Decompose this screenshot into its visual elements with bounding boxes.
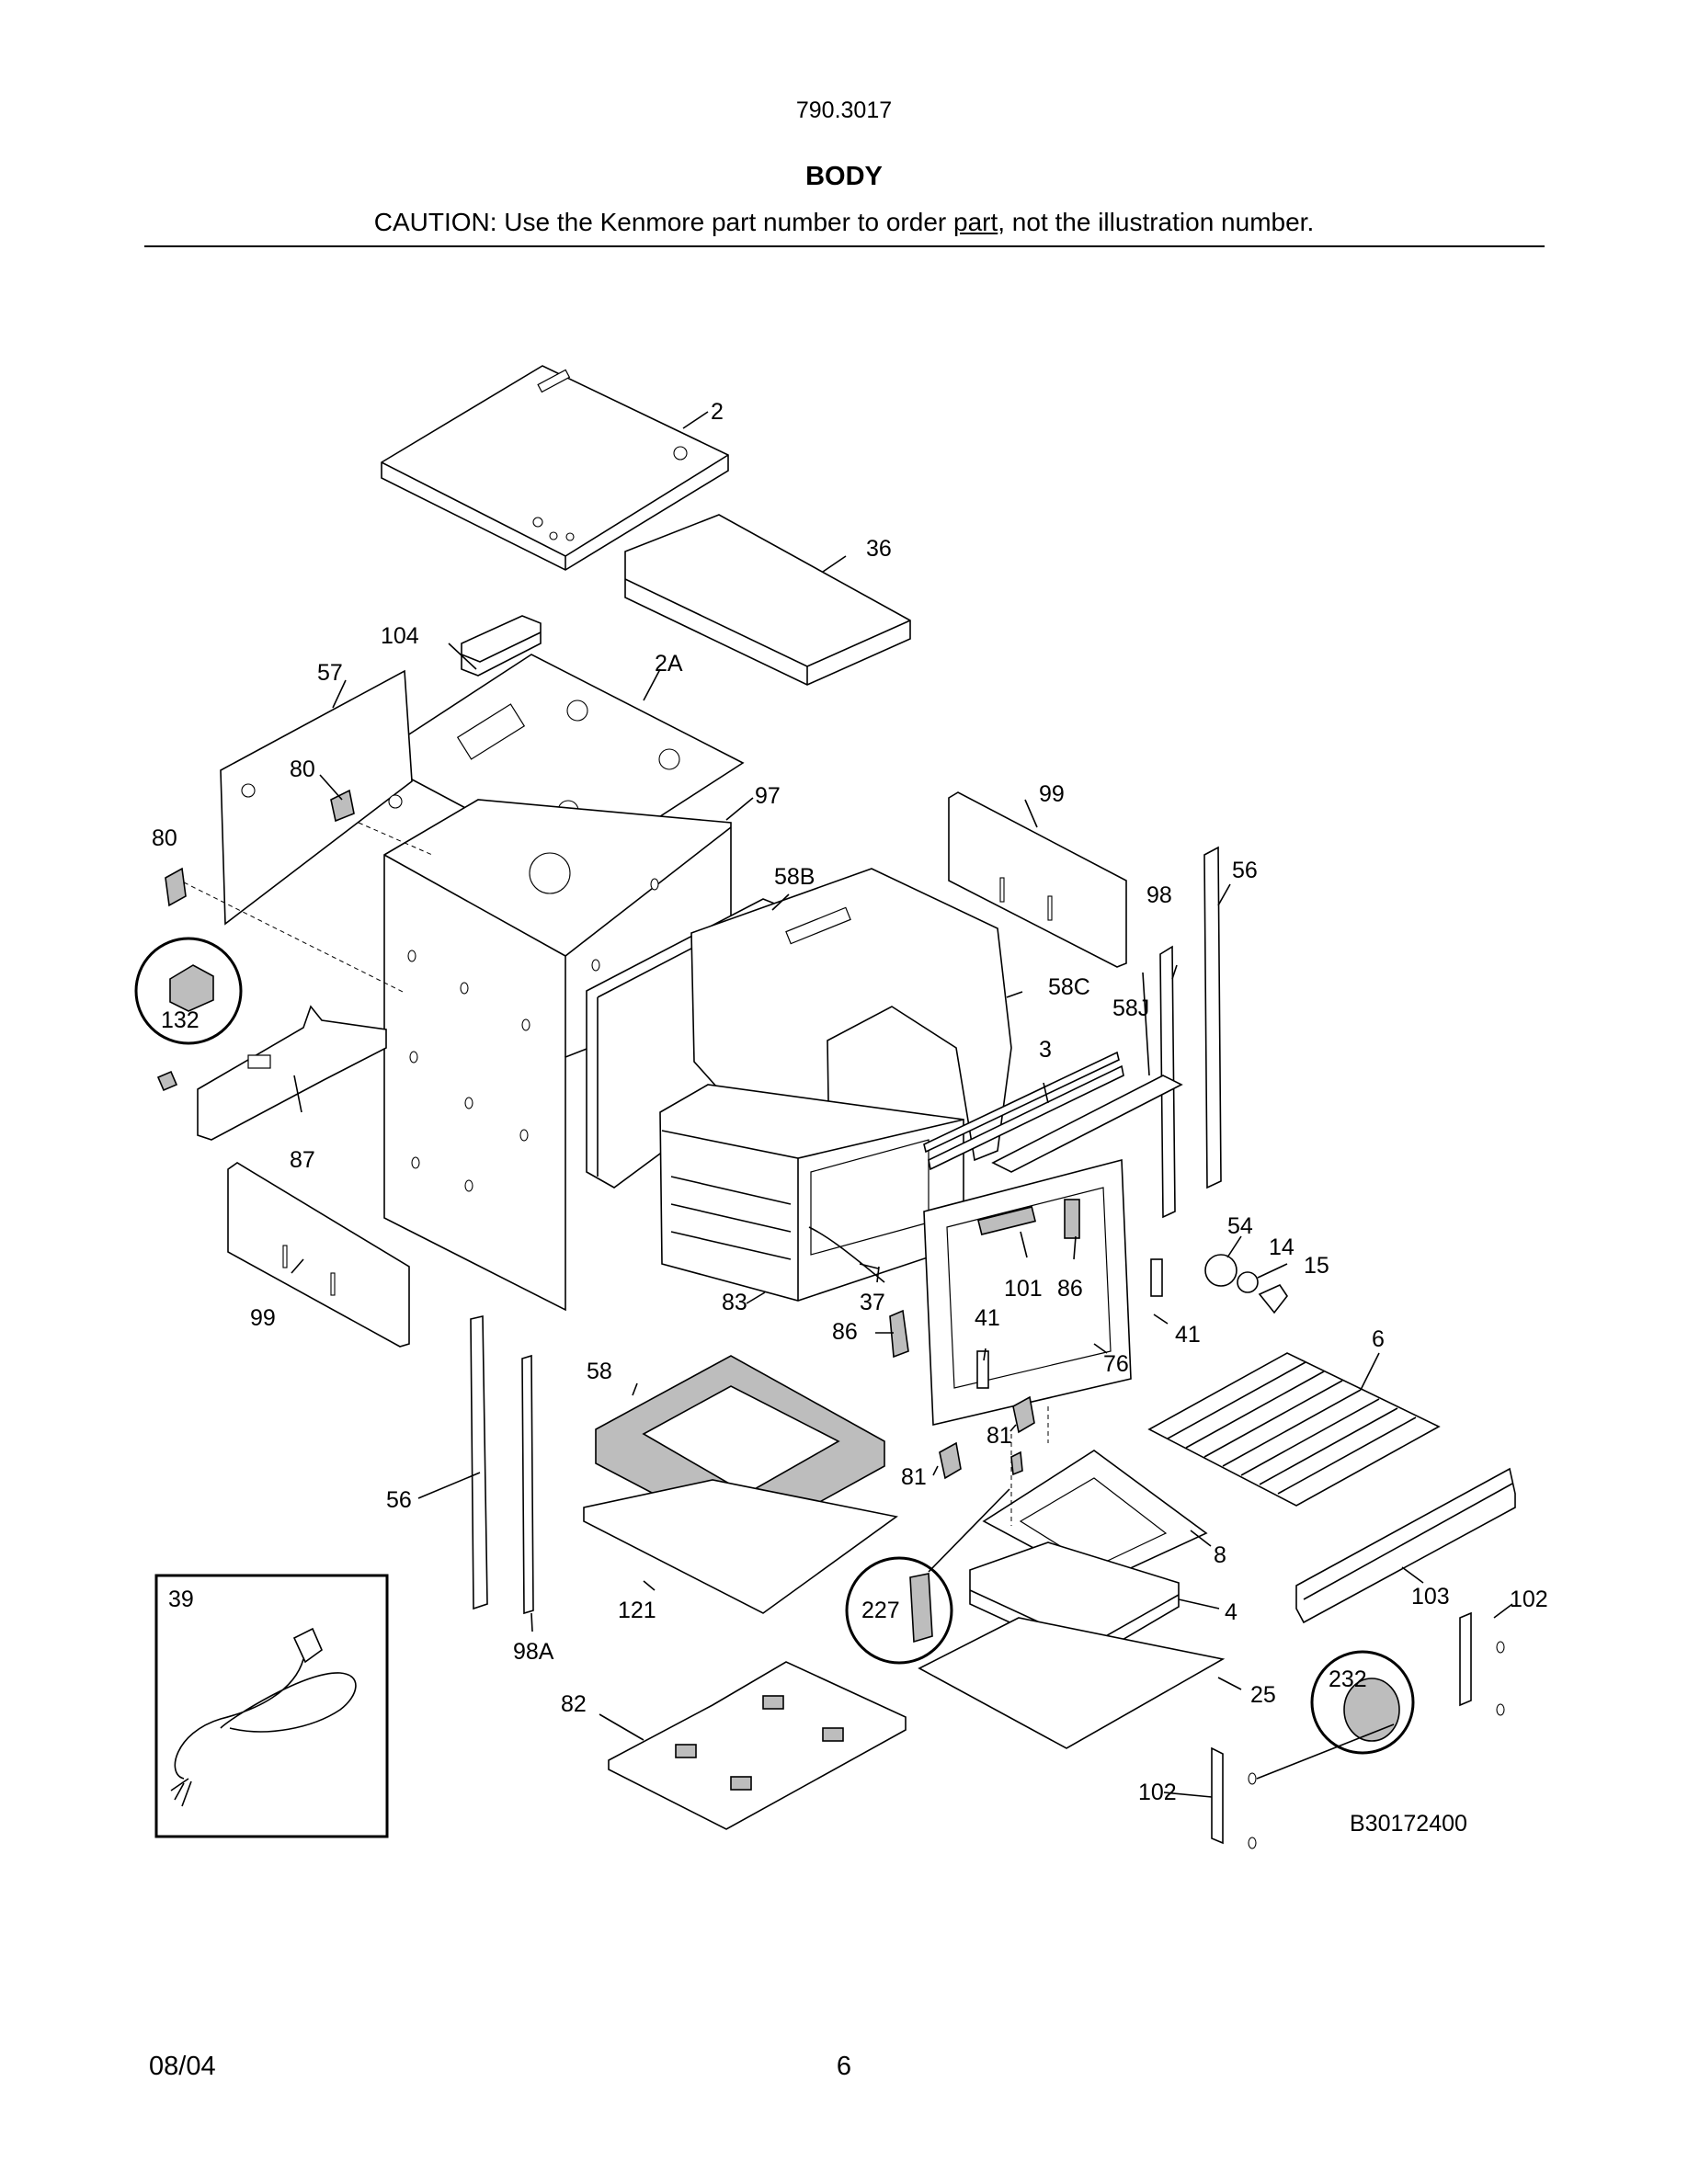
callout-102-left: 102 <box>1138 1780 1177 1805</box>
callout-58J: 58J <box>1112 995 1149 1021</box>
part-14-lamp-gasket <box>1237 1271 1259 1293</box>
callout-2A: 2A <box>655 651 683 677</box>
part-76-front-frame <box>923 1158 1132 1426</box>
callout-6: 6 <box>1372 1326 1385 1352</box>
callout-81-right: 81 <box>987 1423 1012 1449</box>
part-121-bottom-panel <box>583 1479 898 1614</box>
part-41-lens-left <box>976 1350 989 1389</box>
callout-98: 98 <box>1146 882 1172 908</box>
callout-58B: 58B <box>774 864 815 890</box>
callout-76: 76 <box>1103 1351 1129 1377</box>
model-number: 790.3017 <box>795 97 893 123</box>
callout-86-right: 86 <box>1057 1276 1083 1302</box>
callout-103: 103 <box>1411 1584 1450 1610</box>
callout-132: 132 <box>161 1007 200 1033</box>
part-3-trim <box>923 1051 1124 1171</box>
callout-98A: 98A <box>513 1639 554 1665</box>
part-102-bracket-upper <box>1459 1611 1505 1716</box>
callout-14: 14 <box>1269 1234 1295 1260</box>
part-54-lamp-socket <box>1204 1254 1237 1287</box>
callout-102-right: 102 <box>1510 1587 1548 1612</box>
callout-104: 104 <box>381 623 419 649</box>
callout-36: 36 <box>866 536 892 562</box>
part-83-oven-cavity <box>659 1084 964 1302</box>
part-56-side-trim-right <box>1203 846 1222 1189</box>
part-56-side-trim-left <box>470 1314 488 1610</box>
part-132-terminal-detail <box>134 937 243 1092</box>
callout-83: 83 <box>722 1290 747 1315</box>
part-25-bottom-tray <box>918 1617 1226 1749</box>
callout-80-upper: 80 <box>290 756 315 782</box>
callout-58: 58 <box>587 1359 612 1384</box>
part-227-bracket-detail <box>845 1450 1023 1665</box>
part-103-vent-trim <box>1295 1467 1516 1624</box>
callout-87: 87 <box>290 1147 315 1173</box>
part-99-back-panel-upper <box>948 791 1127 968</box>
part-80-clips <box>165 867 187 907</box>
footer-date: 08/04 <box>149 2052 216 2081</box>
callout-101: 101 <box>1004 1276 1043 1302</box>
callout-86-left: 86 <box>832 1319 858 1345</box>
callout-227: 227 <box>861 1598 900 1623</box>
callout-8: 8 <box>1214 1542 1226 1568</box>
callout-37: 37 <box>860 1290 885 1315</box>
callout-58C: 58C <box>1048 974 1090 1000</box>
part-58J-front-strip <box>991 1075 1183 1173</box>
part-97-cabinet-wrapper <box>383 799 732 1312</box>
part-104-bracket <box>461 615 542 677</box>
part-232-bumper-detail <box>1310 1650 1415 1755</box>
callout-99-lower: 99 <box>250 1305 276 1331</box>
part-6-oven-rack <box>1147 1352 1441 1507</box>
part-102-bracket-lower <box>1211 1746 1257 1849</box>
diagram-code: B30172400 <box>1350 1811 1467 1837</box>
callout-97: 97 <box>755 783 781 809</box>
callout-56-right: 56 <box>1232 858 1258 883</box>
part-39-power-cord <box>154 1574 389 1838</box>
page-number: 6 <box>836 2052 852 2081</box>
part-2-top-panel <box>381 365 729 571</box>
caution-text-start: CAUTION: Use the Kenmore part number to … <box>373 208 953 236</box>
callout-39: 39 <box>168 1587 194 1612</box>
callout-leaders <box>291 411 1513 1798</box>
caution-note: CAUTION: Use the Kenmore part number to … <box>0 208 1688 237</box>
part-57-rear-panel <box>220 669 413 926</box>
callout-25: 25 <box>1250 1682 1276 1708</box>
callout-80-lower: 80 <box>152 825 177 851</box>
callout-41-left: 41 <box>975 1305 1000 1331</box>
part-81-clip-left <box>939 1441 962 1480</box>
callout-41-right: 41 <box>1175 1322 1201 1348</box>
callout-82: 82 <box>561 1691 587 1717</box>
callout-99-upper: 99 <box>1039 781 1065 807</box>
part-98A-front-frame-left <box>521 1354 534 1615</box>
callout-81-left: 81 <box>901 1464 927 1490</box>
part-87-bracket <box>197 1005 387 1141</box>
caution-text-end: , not the illustration number. <box>998 208 1315 236</box>
callout-15: 15 <box>1304 1253 1329 1279</box>
part-86-hinge-receiver <box>889 1309 909 1359</box>
callout-54: 54 <box>1227 1213 1253 1239</box>
part-99-back-panel-lower <box>227 1162 410 1348</box>
part-36-top-shield <box>624 514 911 686</box>
callout-2: 2 <box>711 399 724 425</box>
callout-4: 4 <box>1225 1599 1237 1625</box>
caution-text-underlined: part <box>953 208 998 236</box>
part-37-wire <box>808 1226 885 1283</box>
callout-232: 232 <box>1329 1666 1367 1692</box>
part-81-clip-right <box>1012 1395 1035 1434</box>
callout-57: 57 <box>317 660 343 686</box>
part-82-lower-panel <box>608 1661 907 1830</box>
callout-labels: 2 36 104 57 2A 80 80 97 99 56 98 58B 58C… <box>152 399 1548 1837</box>
callout-121: 121 <box>618 1598 656 1623</box>
part-15-lamp-bulb <box>1258 1283 1288 1314</box>
header-divider <box>144 245 1545 247</box>
callout-56-left: 56 <box>386 1487 412 1513</box>
part-41-lens-right <box>1150 1258 1163 1297</box>
section-title: BODY <box>805 162 883 191</box>
callout-3: 3 <box>1039 1037 1052 1063</box>
